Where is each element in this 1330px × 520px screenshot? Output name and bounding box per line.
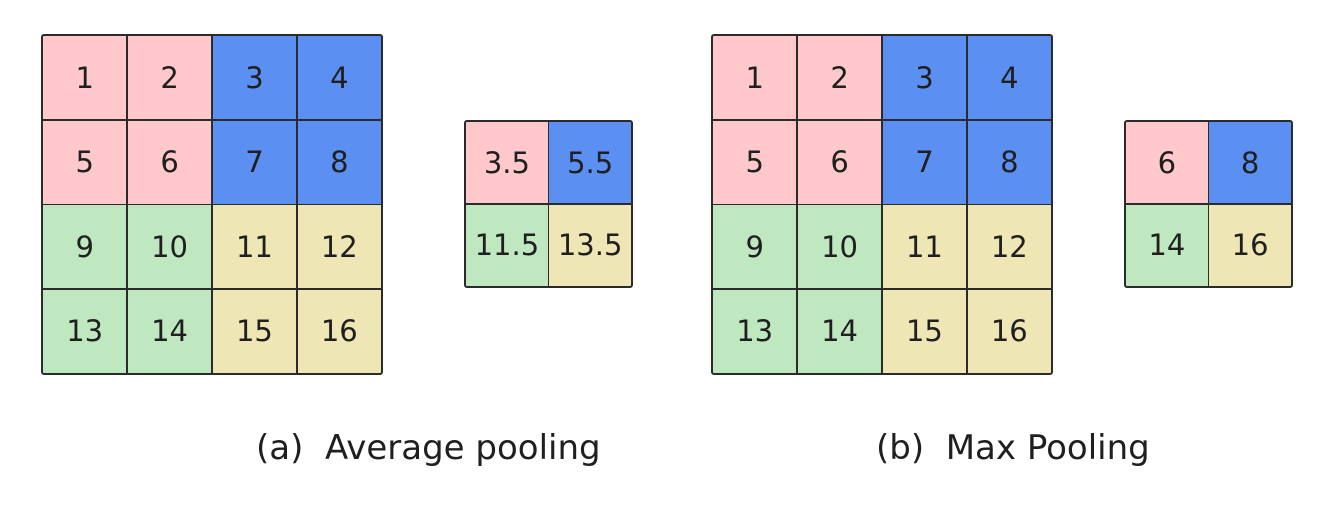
grid-cell: 8 bbox=[967, 120, 1051, 204]
grid-cell: 4 bbox=[297, 36, 381, 120]
grid-cell: 6 bbox=[127, 120, 212, 204]
grid-cell: 2 bbox=[127, 36, 212, 120]
grid-cell: 14 bbox=[797, 289, 882, 373]
average-pooling-caption: (a) Average pooling bbox=[256, 428, 601, 468]
grid-cell: 7 bbox=[882, 120, 967, 204]
pooled-cell: 14 bbox=[1126, 204, 1208, 286]
grid-cell: 14 bbox=[127, 289, 212, 373]
grid-cell: 3 bbox=[882, 36, 967, 120]
grid-cell: 7 bbox=[212, 120, 297, 204]
grid-cell: 15 bbox=[212, 289, 297, 373]
grid-cell: 8 bbox=[297, 120, 381, 204]
grid-cell: 16 bbox=[297, 289, 381, 373]
pooled-cell: 11.5 bbox=[466, 204, 548, 286]
pooled-cell: 13.5 bbox=[549, 204, 631, 286]
grid-cell: 16 bbox=[967, 289, 1051, 373]
grid-cell: 15 bbox=[882, 289, 967, 373]
grid-cell: 10 bbox=[127, 205, 212, 289]
grid-cell: 13 bbox=[713, 289, 797, 373]
grid-cell: 1 bbox=[43, 36, 127, 120]
grid-cell: 11 bbox=[212, 205, 297, 289]
grid-cell: 5 bbox=[43, 120, 127, 204]
grid-cell: 13 bbox=[43, 289, 127, 373]
pooled-cell: 6 bbox=[1126, 122, 1208, 204]
grid-cell: 11 bbox=[882, 205, 967, 289]
grid-cell: 12 bbox=[297, 205, 381, 289]
max-pooling-caption: (b) Max Pooling bbox=[876, 428, 1150, 468]
grid-cell: 4 bbox=[967, 36, 1051, 120]
grid-cell: 6 bbox=[797, 120, 882, 204]
pooled-cell: 16 bbox=[1209, 204, 1291, 286]
grid-cell: 12 bbox=[967, 205, 1051, 289]
pooled-cell: 5.5 bbox=[549, 122, 631, 204]
grid-cell: 9 bbox=[713, 205, 797, 289]
grid-cell: 1 bbox=[713, 36, 797, 120]
grid-cell: 10 bbox=[797, 205, 882, 289]
grid-cell: 2 bbox=[797, 36, 882, 120]
grid-cell: 9 bbox=[43, 205, 127, 289]
pooled-cell: 3.5 bbox=[466, 122, 548, 204]
grid-cell: 3 bbox=[212, 36, 297, 120]
pooled-cell: 8 bbox=[1209, 122, 1291, 204]
grid-cell: 5 bbox=[713, 120, 797, 204]
